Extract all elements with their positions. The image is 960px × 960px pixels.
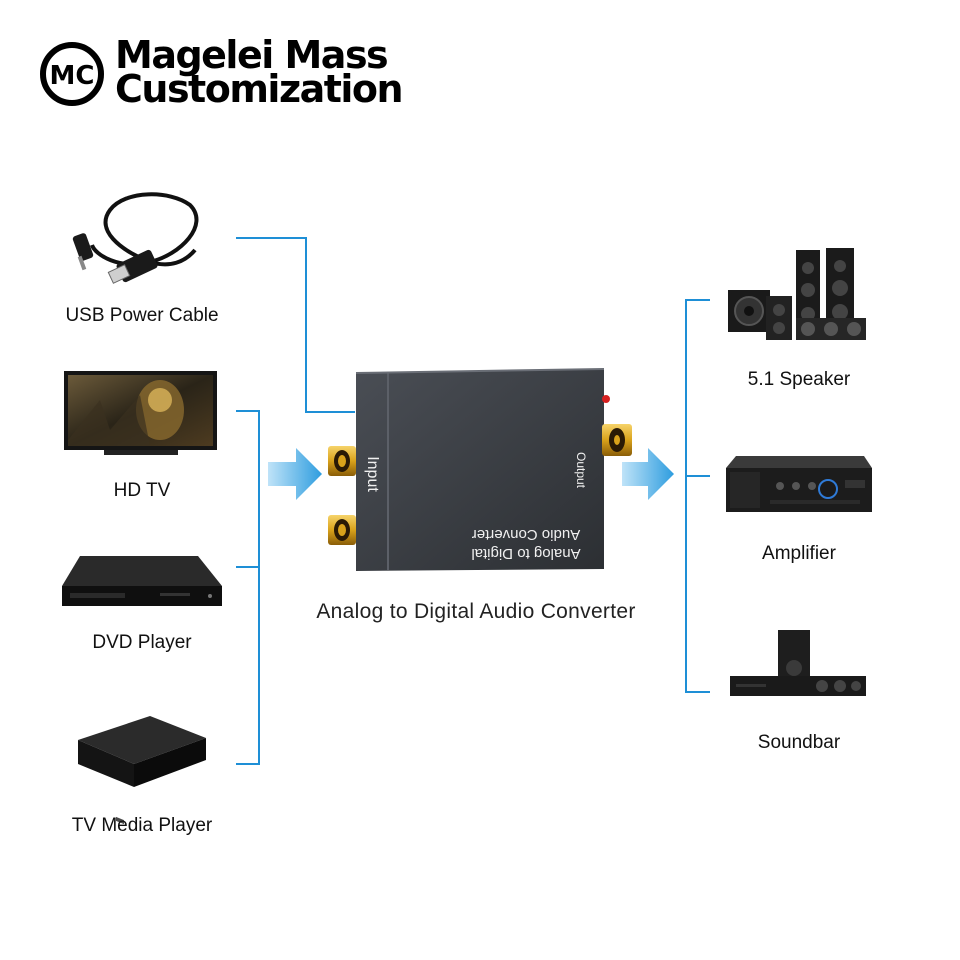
soundbar-icon xyxy=(730,630,866,696)
rca-input-left xyxy=(328,446,356,476)
output-connector-lines xyxy=(685,299,710,693)
output-label-amplifier: Amplifier xyxy=(762,543,836,564)
device-output-label: Output xyxy=(574,452,588,489)
brand-mark-text: MC xyxy=(50,61,95,91)
input-label-usb: USB Power Cable xyxy=(65,305,219,326)
input-connector-lines xyxy=(236,237,355,765)
dvd-player-icon xyxy=(62,556,222,606)
tv-icon xyxy=(64,371,217,455)
output-label-soundbar: Soundbar xyxy=(757,732,841,753)
media-player-icon xyxy=(78,716,206,825)
output-label-speaker: 5.1 Speaker xyxy=(747,369,851,390)
amplifier-icon xyxy=(726,456,872,512)
brand-name-line2: Customization xyxy=(115,67,404,111)
input-arrow xyxy=(268,448,322,500)
brand-logo-mark: MC xyxy=(40,42,104,106)
power-led xyxy=(602,395,610,403)
input-label-hdtv: HD TV xyxy=(113,480,171,501)
coax-output-jack xyxy=(602,424,632,456)
usb-cable-icon xyxy=(72,192,199,284)
converter-device: Input Output Analog to Digital Audio Con… xyxy=(328,368,632,571)
device-caption: Analog to Digital Audio Converter xyxy=(316,600,636,623)
output-bracket-line xyxy=(685,299,710,693)
speaker-system-icon xyxy=(728,248,866,340)
device-face-line1: Analog to Digital xyxy=(471,545,580,562)
input-label-dvd: DVD Player xyxy=(92,632,192,653)
input-label-media-player: TV Media Player xyxy=(71,815,213,836)
device-face-line2: Audio Converter xyxy=(472,526,580,543)
brand-name-line1: Magelei Mass xyxy=(115,33,389,77)
input-bracket-line xyxy=(236,410,260,765)
usb-connector-line xyxy=(236,237,355,413)
rca-input-right xyxy=(328,515,356,545)
brand-name: Magelei Mass Customization xyxy=(115,33,404,111)
output-arrow xyxy=(622,448,674,500)
device-input-label: Input xyxy=(364,456,381,492)
